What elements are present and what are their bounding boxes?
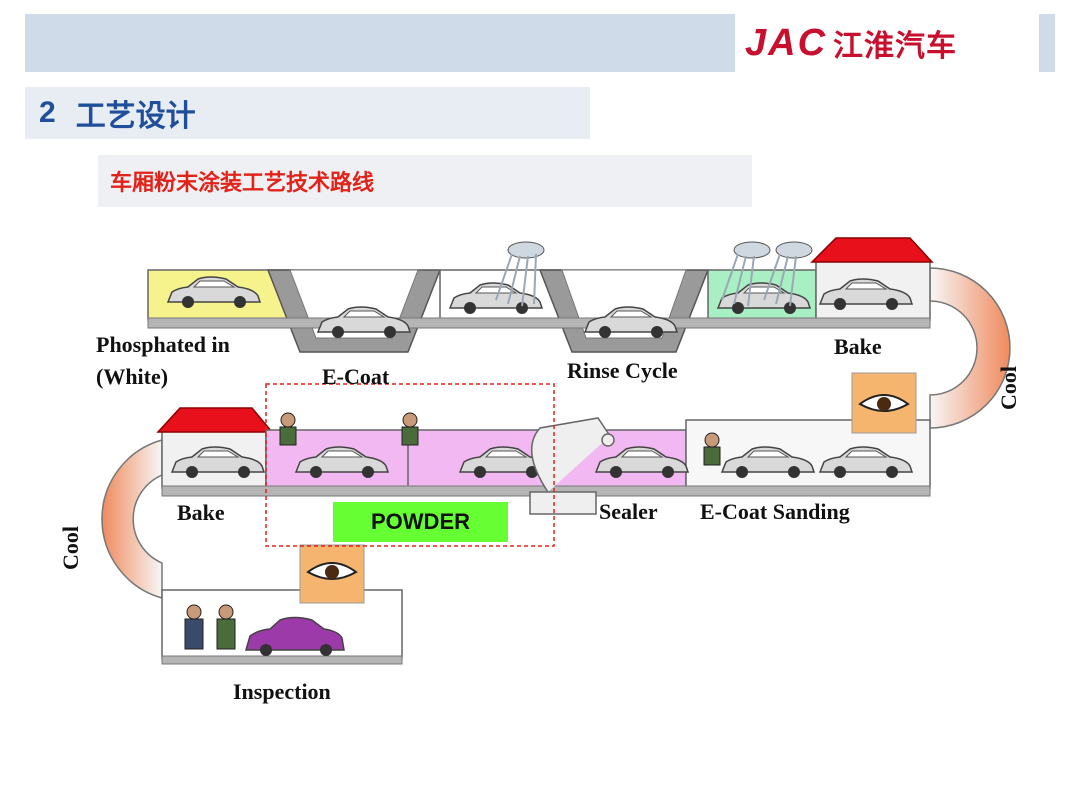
label-ecoat: E-Coat <box>322 364 390 389</box>
header-bar <box>25 14 735 72</box>
label-ecoat-sanding: E-Coat Sanding <box>700 499 850 524</box>
subtitle: 车厢粉末涂装工艺技术路线 <box>110 171 375 196</box>
powder-highlight-box <box>265 383 555 547</box>
inspection-station <box>161 589 403 665</box>
top-conveyor <box>147 237 934 353</box>
eye-icon <box>299 544 365 604</box>
label-rinse-cycle: Rinse Cycle <box>567 358 678 383</box>
subtitle-bar: 车厢粉末涂装工艺技术路线 <box>98 155 752 207</box>
label-bake-top: Bake <box>834 334 882 359</box>
label-phosphated: Phosphated in <box>96 332 230 357</box>
cool-label-right: Cool <box>996 366 1021 410</box>
cool-loop-right <box>929 267 1011 429</box>
sealer-robot-icon <box>529 417 615 515</box>
label-phosphated-white: (White) <box>96 364 169 389</box>
oven-roof-left <box>156 407 274 433</box>
powder-label: POWDER <box>333 502 508 542</box>
section-heading: 2 工艺设计 <box>25 87 590 139</box>
cool-loop-left <box>101 439 163 599</box>
oven-roof-top <box>810 237 934 263</box>
shower-icon <box>495 241 813 307</box>
eye-icon <box>851 372 917 434</box>
logo-jac-text: JAC <box>745 21 828 64</box>
worker-icon <box>279 412 721 466</box>
cool-label-left: Cool <box>58 526 83 570</box>
brand-logo: JAC 江淮汽车 <box>737 14 1055 72</box>
label-sealer: Sealer <box>599 499 658 524</box>
section-title: 工艺设计 <box>75 99 196 134</box>
logo-cn-text: 江淮汽车 <box>833 29 958 64</box>
label-inspection: Inspection <box>233 679 331 704</box>
inspection-car <box>245 616 345 651</box>
middle-conveyor <box>156 407 931 515</box>
label-bake-left: Bake <box>177 500 225 525</box>
section-number: 2 <box>39 96 56 129</box>
